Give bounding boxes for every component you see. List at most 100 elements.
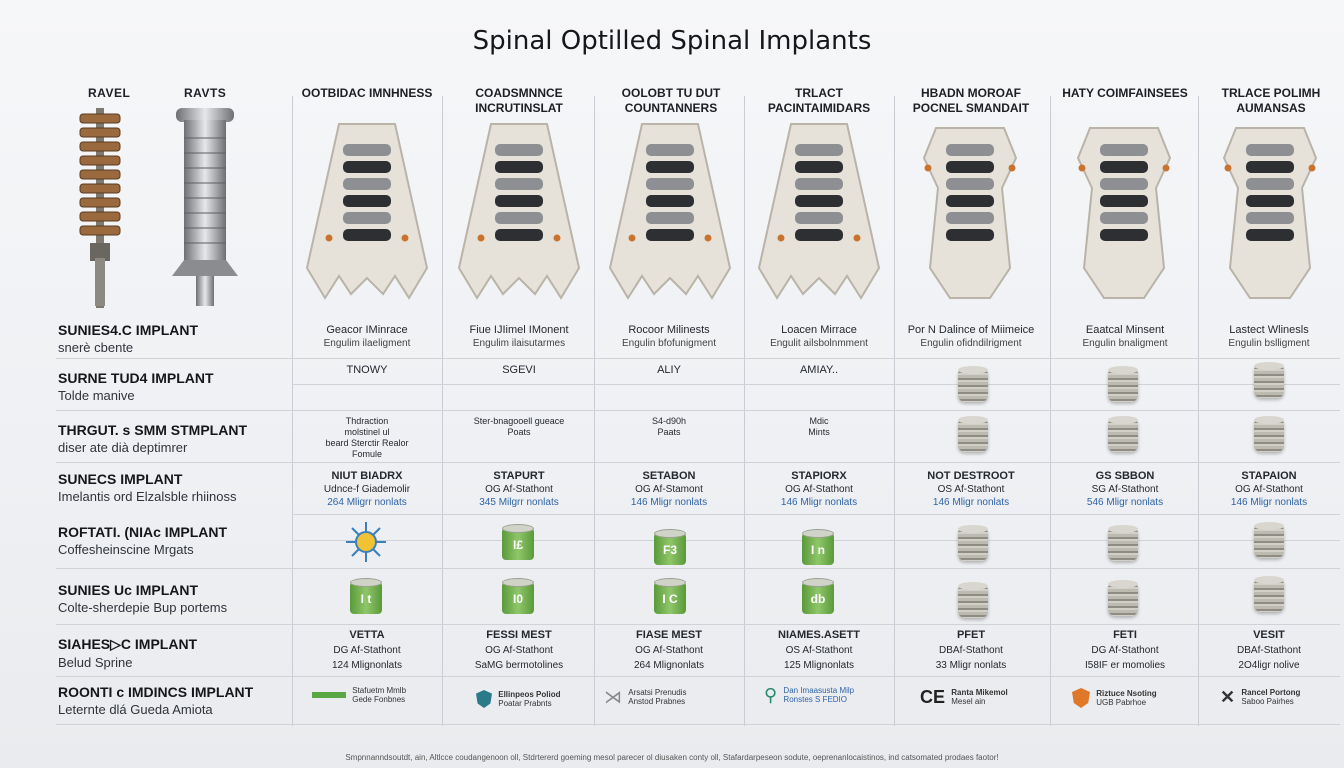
disc-icon (1108, 525, 1138, 561)
disc-icon (1254, 576, 1284, 612)
logo-text: Dan Imaasusta Milp (783, 686, 855, 695)
column-header-7: TRLACE POLIMH AUMANSAS (1221, 86, 1321, 115)
cell-heading: NOT DESTROOT (927, 470, 1015, 482)
can-icon: F3 (654, 529, 686, 565)
cell-text: SaMG bermotolines (474, 660, 564, 671)
cell-text: Mints (808, 427, 830, 437)
can-icon: I t (350, 578, 382, 614)
can-icon: I£ (502, 524, 534, 560)
cell-text: 33 Mligr nonlats (935, 660, 1007, 671)
cell-text: Engulin bnaligment (1082, 338, 1168, 349)
cell-text: Fomule (351, 449, 382, 459)
cell-text: molstinel ul (344, 427, 390, 437)
cell-text: 345 Milgrr nonlats (479, 497, 559, 508)
disc-icon (958, 366, 988, 402)
row-label-subtitle: Colte-sherdepie Bup portems (58, 600, 228, 615)
row-divider (56, 410, 1340, 411)
spinal-implant-illustration (1076, 127, 1172, 299)
disc-icon (958, 525, 988, 561)
cell-text: Rocoor Milinests (628, 324, 710, 336)
row-label-4: SUNECS IMPLANT Imelantis ord Elzalsble rh… (58, 471, 288, 504)
column-header-1: OOTBIDAC IMNHNESS (301, 86, 433, 100)
row-label-title: THRGUT. s SMM STMPLANT (58, 422, 247, 438)
cell-text: Poats (507, 427, 531, 437)
cell-text: OG Af-Stathont (485, 645, 553, 656)
cell-text: Por N Dalince of Miimeice (907, 324, 1035, 336)
figure-icon: ⚲ (764, 684, 778, 705)
cell-text: Engulin bslligment (1228, 338, 1310, 349)
cell-text: Geacor IMinrace (326, 324, 408, 336)
can-icon: db (802, 578, 834, 614)
cell-text: Loacen Mirrace (781, 324, 857, 336)
disc-icon (1254, 522, 1284, 558)
cell-text: 264 Mligrr nonlats (327, 497, 407, 508)
cell-heading: VESIT (1253, 629, 1285, 641)
logo-text: Rancel Portong (1241, 688, 1301, 697)
can-icon: I n (802, 529, 834, 565)
column-header-4: TRLACT PACINTAIMIDARS (767, 86, 871, 115)
logo-text: Arsatsi Prenudis (628, 688, 687, 697)
cell-text: Mdic (809, 416, 829, 426)
cell-text: Engulit ailsbolnmment (770, 338, 868, 349)
row-label-subtitle: Leternte dlá Gueda Amiota (58, 702, 213, 717)
row-label-title: SUNECS IMPLANT (58, 471, 183, 487)
row-label-title: SIAHES▷C IMPLANT (58, 636, 198, 652)
spinal-implant-illustration (305, 123, 429, 300)
chevron-icon: ⋊ (604, 686, 622, 707)
row-divider (292, 514, 1340, 515)
column-divider (1198, 96, 1199, 726)
disc-icon (958, 416, 988, 452)
logo-text: Riztuce Nsoting (1096, 689, 1157, 698)
disc-icon (1108, 416, 1138, 452)
row-label-title: SUNIES4.C IMPLANT (58, 322, 199, 338)
cell-text: S4-d90h (651, 416, 687, 426)
cell-heading: FIASE MEST (635, 629, 702, 641)
cell-heading: GS SBBON (1095, 470, 1155, 482)
column-divider (442, 96, 443, 726)
cell-text: OG Af-Stathont (485, 484, 553, 495)
page-title: Spinal Optilled Spinal Implants (472, 26, 872, 56)
logo-text: Stafuetm Mmlb (352, 686, 407, 695)
cell-text: DG Af-Stathont (333, 645, 401, 656)
cell-text: Engulim ilaeligment (323, 338, 411, 349)
cell-text: Paats (657, 427, 681, 437)
row-label-title: ROFTATI. (NIAc IMPLANT (58, 524, 228, 540)
spinal-implant-illustration (457, 123, 581, 300)
row-label-subtitle: snerè cbente (58, 340, 134, 355)
cell-text: Thdraction (345, 416, 389, 426)
cell-text: OG Af-Stamont (635, 484, 703, 495)
column-divider (894, 96, 895, 726)
cell-heading: STAPAION (1241, 470, 1297, 482)
cell-text: 146 Mligr nonlats (780, 497, 858, 508)
cell-heading: STAPIORX (791, 470, 847, 482)
cell-heading: NIUT BIADRX (331, 470, 403, 482)
column-header-2: COADSMNNCE INCRUTINSLAT (475, 86, 563, 115)
row-label-subtitle: Imelantis ord Elzalsble rhiinoss (58, 489, 237, 504)
cell-heading: FETI (1113, 629, 1137, 641)
row-divider (56, 358, 1340, 359)
x-mark-icon: ✕ (1220, 686, 1236, 707)
footer-disclaimer: Smpnnanndsoutdt, ain, Altlcce coudangeno… (345, 753, 999, 762)
column-header-3: OOLOBT TU DUT COUNTANNERS (621, 86, 721, 115)
